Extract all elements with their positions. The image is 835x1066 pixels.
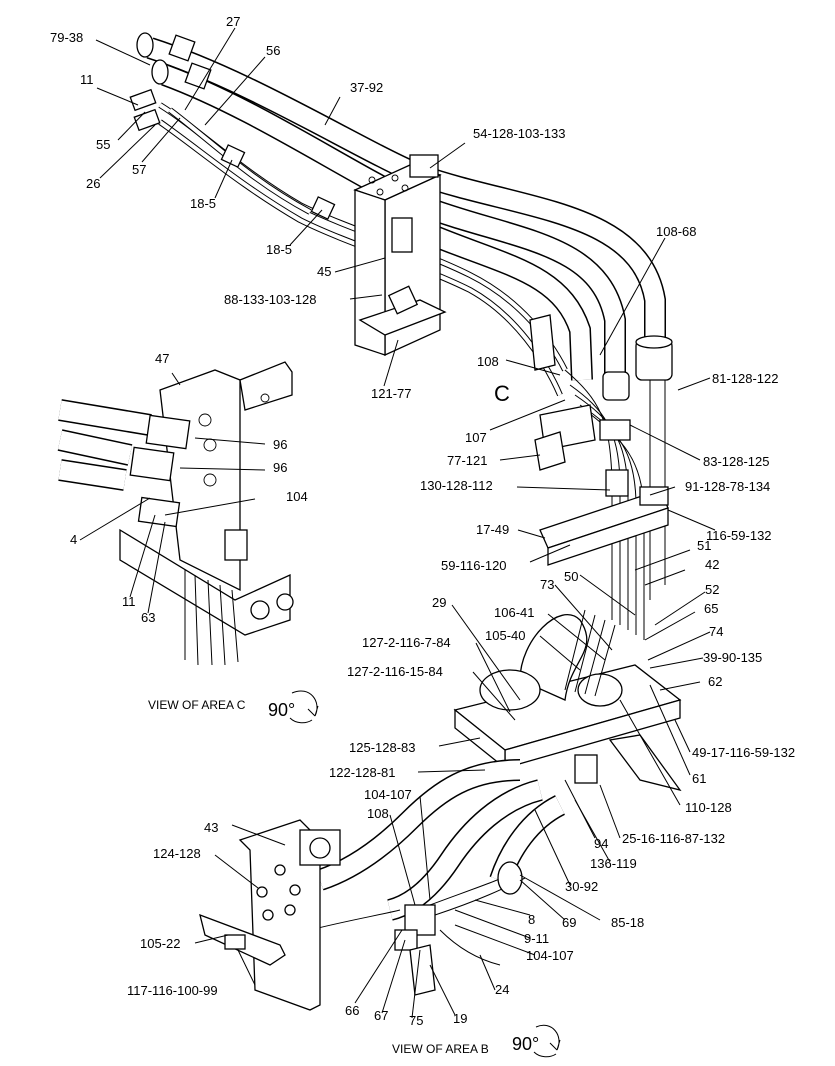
callout-18-5-upper: 18-5	[190, 196, 216, 211]
valve-block-43	[199, 819, 436, 1011]
callout-73: 73	[540, 577, 554, 592]
callout-9-11: 9-11	[524, 931, 549, 946]
callout-26: 26	[86, 176, 100, 191]
callout-107: 107	[465, 430, 487, 445]
callout-57: 57	[132, 162, 146, 177]
callout-52: 52	[705, 582, 719, 597]
callout-56: 56	[266, 43, 280, 58]
callout-75: 75	[409, 1013, 423, 1028]
callout-122-128-81: 122-128-81	[329, 765, 396, 780]
callout-61: 61	[692, 771, 706, 786]
callout-85-18: 85-18	[611, 915, 644, 930]
caption-view-of-area-b: VIEW OF AREA B	[392, 1042, 489, 1056]
rotate-arrow-icon	[289, 690, 319, 724]
callout-116-59-132: 116-59-132	[706, 528, 772, 543]
callout-30-92: 30-92	[565, 879, 598, 894]
view-caption-area-b: VIEW OF AREA B 90°	[392, 1024, 561, 1058]
callout-43: 43	[204, 820, 218, 835]
callout-63: 63	[141, 610, 155, 625]
rotation-area-c: 90°	[268, 700, 295, 720]
callout-108-lower: 108	[367, 806, 389, 821]
callout-127-2-116-7-84: 127-2-116-7-84	[362, 635, 451, 650]
callout-104-107-upper: 104-107	[364, 787, 412, 802]
callout-54-128-103-133: 54-128-103-133	[473, 126, 566, 141]
callout-11: 11	[80, 72, 94, 87]
callout-8: 8	[528, 912, 535, 927]
callout-74: 74	[709, 624, 723, 639]
callout-94: 94	[594, 836, 608, 851]
lower-hoses	[309, 759, 566, 966]
callout-121-77: 121-77	[371, 386, 411, 401]
area-c-inset	[57, 361, 294, 666]
callout-50: 50	[564, 569, 578, 584]
callout-124-128: 124-128	[153, 846, 201, 861]
callout-130-128-112: 130-128-112	[420, 478, 493, 493]
rotation-area-b: 90°	[512, 1034, 539, 1054]
callout-88-133-103-128: 88-133-103-128	[224, 292, 317, 307]
callout-17-49: 17-49	[476, 522, 509, 537]
callout-96-lower: 96	[273, 460, 287, 475]
callout-labels: 79-38 27 56 11 37-92 55 57 26 54-128-103…	[50, 14, 795, 1028]
callout-67: 67	[374, 1008, 388, 1023]
callout-66: 66	[345, 1003, 359, 1018]
callout-106-41: 106-41	[494, 605, 534, 620]
callout-108-upper: 108	[477, 354, 499, 369]
callout-47: 47	[155, 351, 169, 366]
upper-bracket	[353, 154, 447, 357]
callout-117-116-100-99: 117-116-100-99	[127, 983, 218, 998]
callout-65: 65	[704, 601, 718, 616]
callout-11-inset: 11	[122, 594, 136, 609]
callout-55: 55	[96, 137, 110, 152]
callout-19: 19	[453, 1011, 467, 1026]
area-c-marker: C	[494, 381, 510, 406]
callout-104: 104	[286, 489, 308, 504]
callout-110-128: 110-128	[685, 800, 732, 815]
callout-108-68: 108-68	[656, 224, 696, 239]
callout-25-16-116-87-132: 25-16-116-87-132	[622, 831, 725, 846]
callout-125-128-83: 125-128-83	[349, 740, 416, 755]
callout-136-119: 136-119	[590, 856, 637, 871]
callout-42: 42	[705, 557, 719, 572]
callout-79-38: 79-38	[50, 30, 83, 45]
callout-62: 62	[708, 674, 722, 689]
callout-83-128-125: 83-128-125	[703, 454, 770, 469]
callout-29: 29	[432, 595, 446, 610]
leader-lines	[79, 27, 716, 1019]
callout-96-upper: 96	[273, 437, 287, 452]
callout-27: 27	[226, 14, 240, 29]
view-caption-area-c: VIEW OF AREA C 90°	[148, 690, 319, 724]
callout-18-5-lower: 18-5	[266, 242, 292, 257]
lower-bracket-assembly	[453, 609, 682, 792]
vertical-tube-bundle	[529, 314, 669, 640]
callout-104-107-lower: 104-107	[526, 948, 574, 963]
callout-51: 51	[697, 538, 711, 553]
callout-59-116-120: 59-116-120	[441, 558, 507, 573]
callout-69: 69	[562, 915, 576, 930]
callout-4: 4	[70, 532, 77, 547]
callout-37-92: 37-92	[350, 80, 383, 95]
callout-45: 45	[317, 264, 331, 279]
callout-105-40: 105-40	[485, 628, 525, 643]
drawing	[57, 32, 682, 1011]
callout-127-2-116-15-84: 127-2-116-15-84	[347, 664, 443, 679]
callout-77-121: 77-121	[447, 453, 487, 468]
callout-24: 24	[495, 982, 509, 997]
callout-49-17-116-59-132: 49-17-116-59-132	[692, 745, 795, 760]
callout-81-128-122: 81-128-122	[712, 371, 779, 386]
callout-105-22: 105-22	[140, 936, 180, 951]
callout-39-90-135: 39-90-135	[703, 650, 762, 665]
caption-view-of-area-c: VIEW OF AREA C	[148, 698, 246, 712]
callout-91-128-78-134: 91-128-78-134	[685, 479, 770, 494]
rotate-arrow-icon	[533, 1024, 561, 1058]
